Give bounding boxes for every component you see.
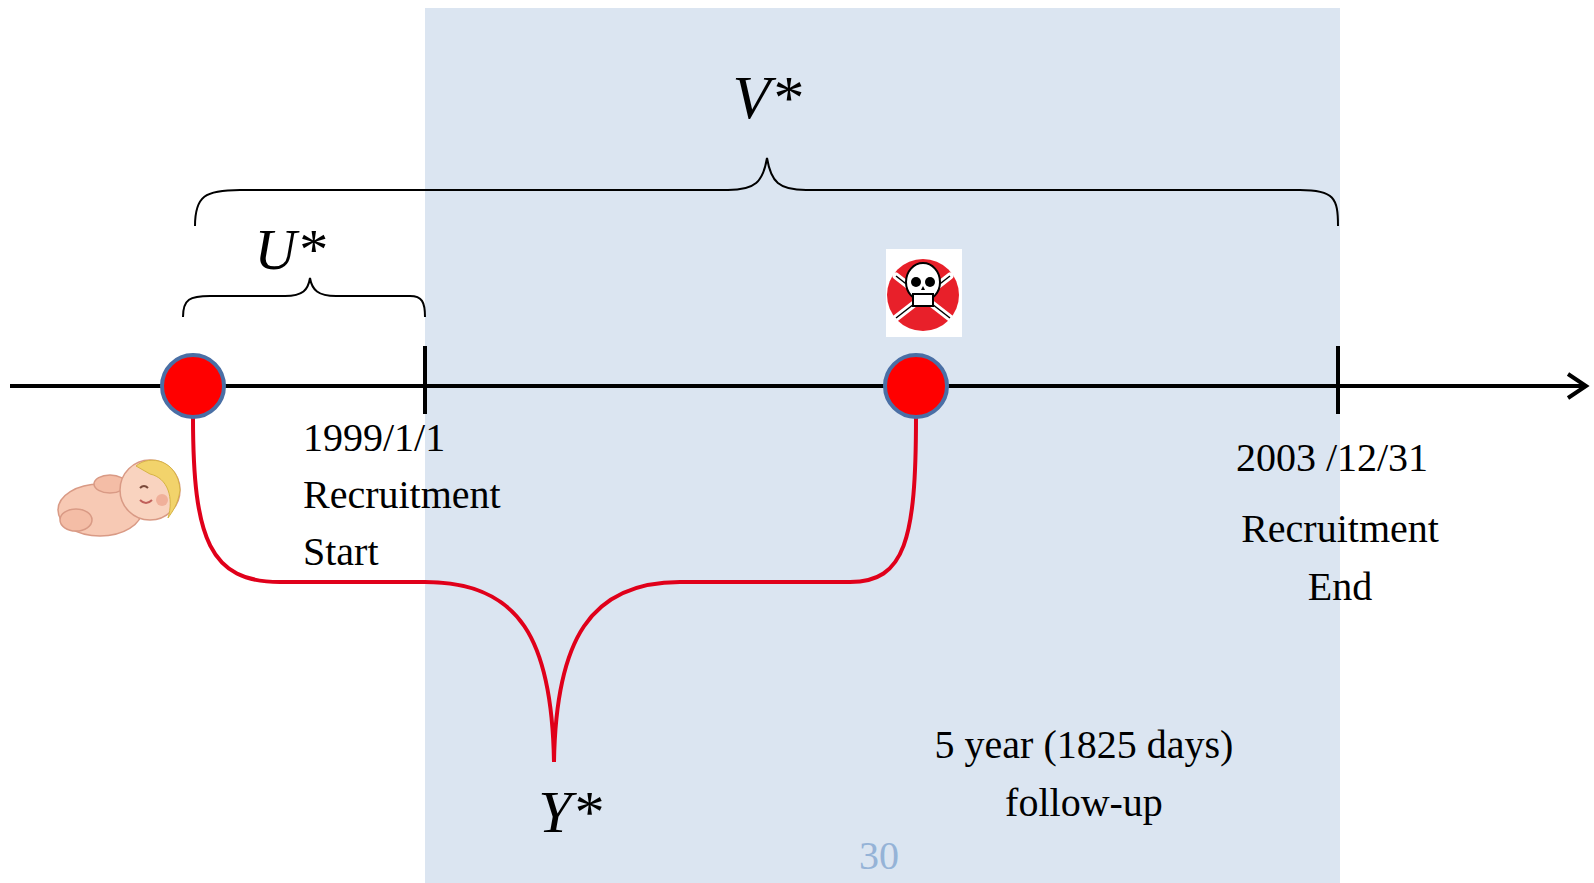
event-label: Recruitment End (1210, 500, 1470, 616)
skull-icon (886, 249, 962, 337)
time-axis (10, 384, 1584, 388)
end-tick (1336, 346, 1340, 414)
u-brace (183, 278, 425, 317)
axis-arrowhead (1568, 374, 1586, 398)
birth-dot (162, 355, 224, 417)
follow-up-band: 5 year (1825 days) follow-up (425, 8, 1340, 883)
v-brace (195, 158, 1338, 226)
event-label: Recruitment Start (303, 466, 553, 580)
start-tick (423, 346, 427, 414)
variable-label: U* (255, 215, 326, 285)
date-label: 2003 /12/31 (1236, 434, 1428, 482)
date-label: 1999/1/1 (303, 414, 445, 462)
page-number: 30 (859, 832, 899, 880)
y-brace (193, 417, 916, 762)
baby-icon (58, 460, 180, 536)
band-label: 5 year (1825 days) follow-up (894, 716, 1274, 832)
variable-label: Y* (538, 776, 601, 848)
variable-label: V* (733, 60, 802, 134)
death-dot (885, 355, 947, 417)
